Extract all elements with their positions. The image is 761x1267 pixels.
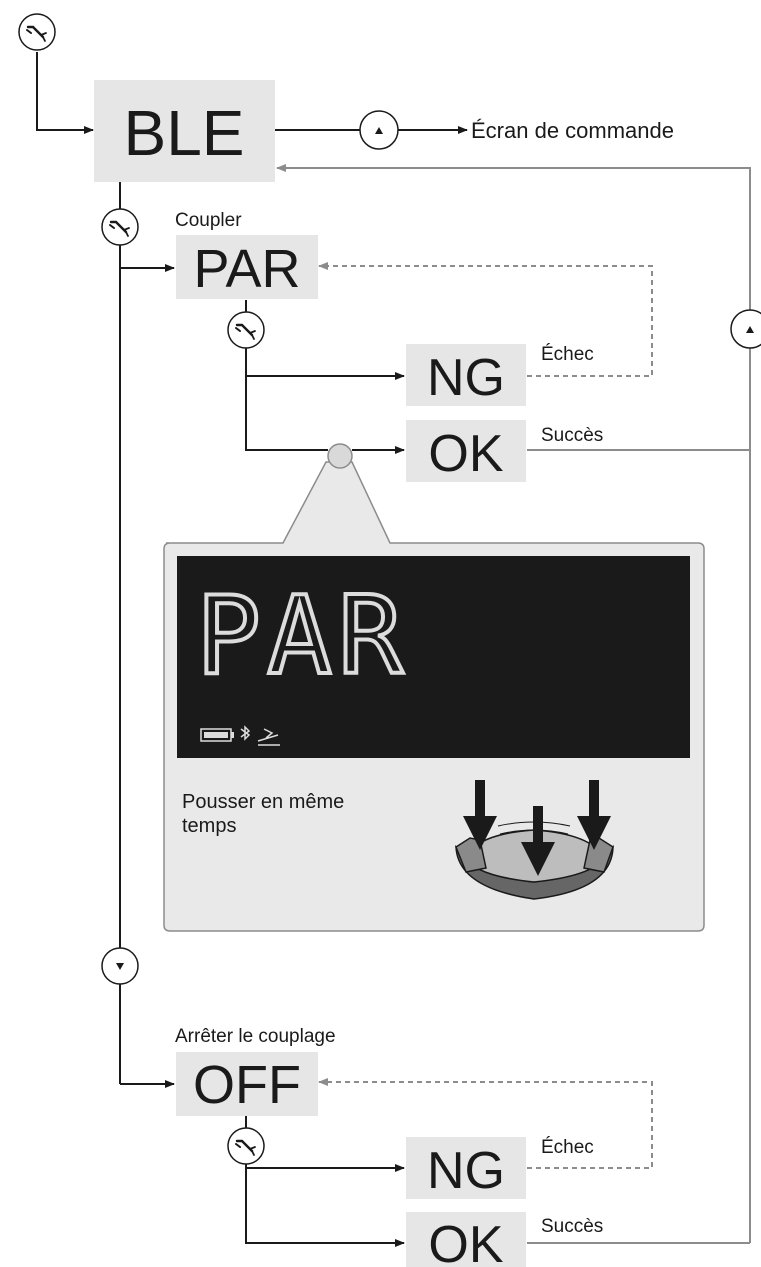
shift-icon xyxy=(257,728,280,746)
box-par: PAR xyxy=(176,235,318,299)
box-off: OFF xyxy=(176,1052,318,1116)
box-ok-2-label: OK xyxy=(428,1216,503,1267)
fail-label-1: Échec xyxy=(541,344,594,365)
box-ng-2-label: NG xyxy=(427,1142,505,1200)
triangle-up-icon xyxy=(359,110,399,150)
press-arrow-right xyxy=(577,780,611,850)
command-screen-label: Écran de commande xyxy=(471,118,674,143)
wrench-icon xyxy=(226,1126,266,1166)
press-arrow-left xyxy=(463,780,497,850)
connector-lines xyxy=(36,52,468,1247)
box-ng-1: NG xyxy=(406,344,526,407)
triangle-up-icon xyxy=(730,309,761,349)
bluetooth-icon xyxy=(240,725,251,741)
box-ng-2: NG xyxy=(406,1137,526,1200)
gray-return-lines xyxy=(276,164,751,1244)
shifter-press-illustration xyxy=(455,780,614,900)
fail-label-2: Échec xyxy=(541,1137,594,1158)
box-off-label: OFF xyxy=(193,1055,301,1115)
callout-anchor-dot xyxy=(327,443,353,469)
instruction-text-line1: Pousser en même xyxy=(182,791,344,813)
lcd-text: PAR xyxy=(196,574,409,699)
instruction-text-line2: temps xyxy=(182,815,236,837)
box-ble: BLE xyxy=(94,80,275,182)
success-label-1: Succès xyxy=(541,425,603,446)
triangle-down-icon xyxy=(101,947,139,985)
box-ok-2: OK xyxy=(406,1212,526,1267)
box-ok-1-label: OK xyxy=(428,425,503,483)
pair-label: Coupler xyxy=(175,210,242,231)
wrench-icon xyxy=(100,207,140,247)
box-par-label: PAR xyxy=(193,239,300,299)
lcd-display: PAR xyxy=(177,556,690,758)
wrench-icon xyxy=(226,310,266,350)
box-ng-1-label: NG xyxy=(427,349,505,407)
box-ble-label: BLE xyxy=(124,97,245,169)
wrench-icon xyxy=(17,12,57,52)
battery-icon xyxy=(200,728,234,742)
success-label-2: Succès xyxy=(541,1216,603,1237)
stop-pair-label: Arrêter le couplage xyxy=(175,1026,336,1047)
box-ok-1: OK xyxy=(406,420,526,483)
press-arrow-center xyxy=(521,806,555,876)
